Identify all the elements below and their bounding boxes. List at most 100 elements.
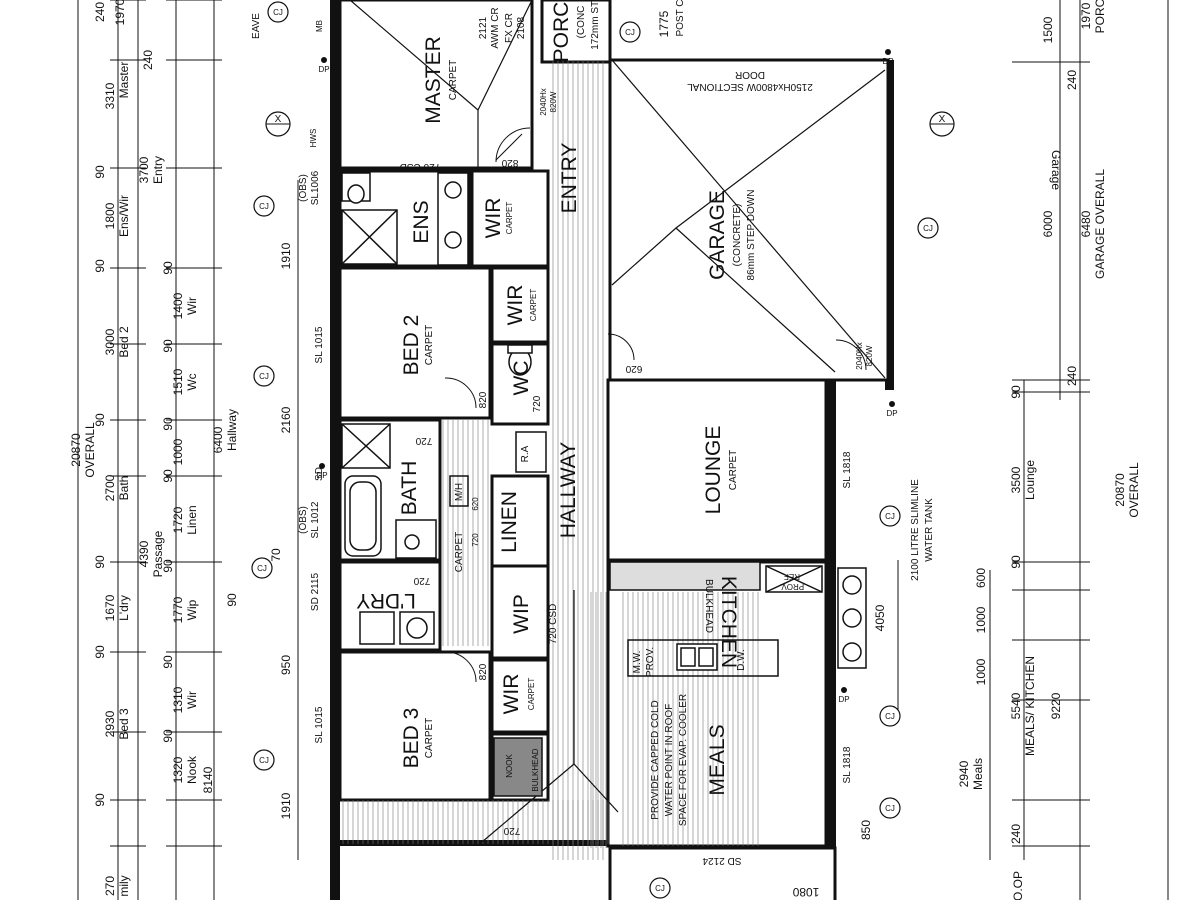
wc-label: WC — [510, 361, 533, 396]
garage-sub2: 86mm STEP DOWN — [746, 190, 757, 281]
cj-marker — [879, 797, 901, 819]
garage-sub: (CONCRETE) — [732, 204, 743, 267]
laundry-trough — [359, 611, 395, 645]
nook-hatch — [493, 737, 543, 797]
dim-passage: Passage — [151, 530, 165, 577]
dim-r-240b: 240 — [1065, 366, 1079, 386]
dw-note: D.W. — [736, 649, 747, 671]
water-point-1: PROVIDE CAPPED COLD — [650, 700, 661, 819]
lounge-room — [606, 378, 828, 562]
dim-inner-90g: 90 — [161, 729, 175, 743]
ref-note: REF — [784, 572, 800, 581]
linen-label: LINEN — [498, 491, 521, 553]
cj-marker — [879, 705, 901, 727]
cj-marker — [267, 1, 289, 23]
cj-marker-text: CJ — [625, 28, 635, 37]
garage-label: GARAGE — [706, 190, 729, 280]
dim-3700: 3700 — [137, 156, 151, 183]
dim-90e: 90 — [93, 645, 107, 659]
washer-drum — [406, 617, 428, 639]
dim-270: 270 — [103, 876, 117, 896]
door-entry-note2: 820W — [549, 91, 558, 112]
cj-marker — [649, 877, 671, 899]
dim-inner-90a: 90 — [161, 261, 175, 275]
wir1-label: WIR — [482, 198, 505, 239]
dp-marker-text: DP — [886, 409, 897, 418]
dim-90b: 90 — [93, 259, 107, 273]
dim-r-6000: 6000 — [1041, 210, 1055, 237]
water-point-2: WATER POINT IN ROOF — [664, 704, 675, 817]
win-sl1818b: SL 1818 — [842, 746, 853, 783]
cj-marker-text: CJ — [257, 564, 267, 573]
dim-1310: 1310 — [171, 686, 185, 713]
dim-win-1910a: 1910 — [279, 242, 293, 269]
dim-r-6480: 6480 — [1079, 210, 1093, 237]
door-garage-note2: 820W — [865, 345, 874, 366]
door-620a: 620 — [625, 363, 642, 374]
left-dimensions: 20870 OVERALL 240 1970 3310 Master 90 18… — [69, 0, 293, 897]
dim-1320: 1320 — [171, 756, 185, 783]
porch-label: PORC — [550, 2, 573, 63]
dim-1670: 1670 — [103, 594, 117, 621]
bed3-room — [338, 650, 492, 802]
lounge-floor: CARPET — [728, 450, 739, 491]
cj-marker-text: CJ — [923, 224, 933, 233]
cj-marker-text: CJ — [259, 372, 269, 381]
kitchen-bench-back — [609, 561, 761, 591]
fixtures — [341, 172, 867, 797]
wir3-label: WIR — [500, 674, 523, 715]
dim-nook: Nook — [185, 755, 199, 784]
bed2-floor: CARPET — [424, 325, 435, 366]
dp-marker — [841, 687, 847, 693]
cj-marker — [253, 365, 275, 387]
family-room — [608, 846, 837, 900]
water-tank-note: 2100 LITRE SLIMLINE — [910, 479, 921, 581]
dim-r-meals: Meals — [971, 758, 985, 790]
porch-sub2: 172mm STE — [590, 0, 601, 50]
hallway-label: HALLWAY — [557, 442, 580, 538]
dim-r-2940: 2940 — [957, 760, 971, 787]
dim-inner-90d: 90 — [161, 469, 175, 483]
dim-r-90a: 90 — [1009, 385, 1023, 399]
dim-r-1500: 1500 — [1041, 16, 1055, 43]
kitchen-sub: BULKHEAD — [703, 579, 714, 633]
nook-label: NOOK — [505, 754, 514, 778]
notes: DOOR 2150Hx4800W SECTIONAL POST C AWM CR… — [251, 0, 935, 826]
wir1-floor: CARPET — [505, 202, 514, 235]
dim-r-1970: 1970 — [1079, 2, 1093, 29]
wir2-room — [490, 266, 550, 344]
kitchen-island — [627, 639, 779, 677]
entry-label: ENTRY — [558, 143, 581, 214]
dim-wir2: Wir — [185, 691, 199, 709]
dim-overall-left: 20870 — [69, 433, 83, 467]
dim-1970: 1970 — [113, 0, 127, 25]
dim-3000: 3000 — [103, 328, 117, 355]
master-room — [338, 0, 534, 170]
dim-win-70: 70 — [269, 548, 283, 562]
awm-size: 2121 — [478, 16, 489, 39]
wc-cistern — [507, 344, 533, 354]
ra-label: R.A — [520, 445, 531, 462]
ens-basin-1 — [444, 181, 462, 199]
cj-marker — [253, 749, 275, 771]
dp-marker-text: DP — [316, 471, 327, 480]
dim-inner-90b: 90 — [161, 339, 175, 353]
dim-master: Master — [117, 62, 131, 99]
door-entry-note: 2040Hx — [539, 88, 548, 116]
bulkhead-note: BULKHEAD — [531, 748, 540, 791]
dimension-lines — [110, 0, 1090, 900]
dim-r-1775: 1775 — [657, 10, 671, 37]
door-820b: 820 — [478, 391, 489, 408]
door-720b: 720 — [413, 575, 430, 586]
dim-r-850: 850 — [859, 820, 873, 840]
water-point-3: SPACE FOR EVAP. COOLER — [678, 694, 689, 826]
dim-3310: 3310 — [103, 82, 117, 109]
dim-90a: 90 — [93, 165, 107, 179]
porch-room — [540, 0, 612, 64]
section-marker-text: X — [939, 114, 946, 125]
cj-marker-text: CJ — [273, 8, 283, 17]
dim-r-porch: PORC — [1093, 0, 1107, 33]
dim-6400: 6400 — [211, 426, 225, 453]
dim-2700: 2700 — [103, 474, 117, 501]
